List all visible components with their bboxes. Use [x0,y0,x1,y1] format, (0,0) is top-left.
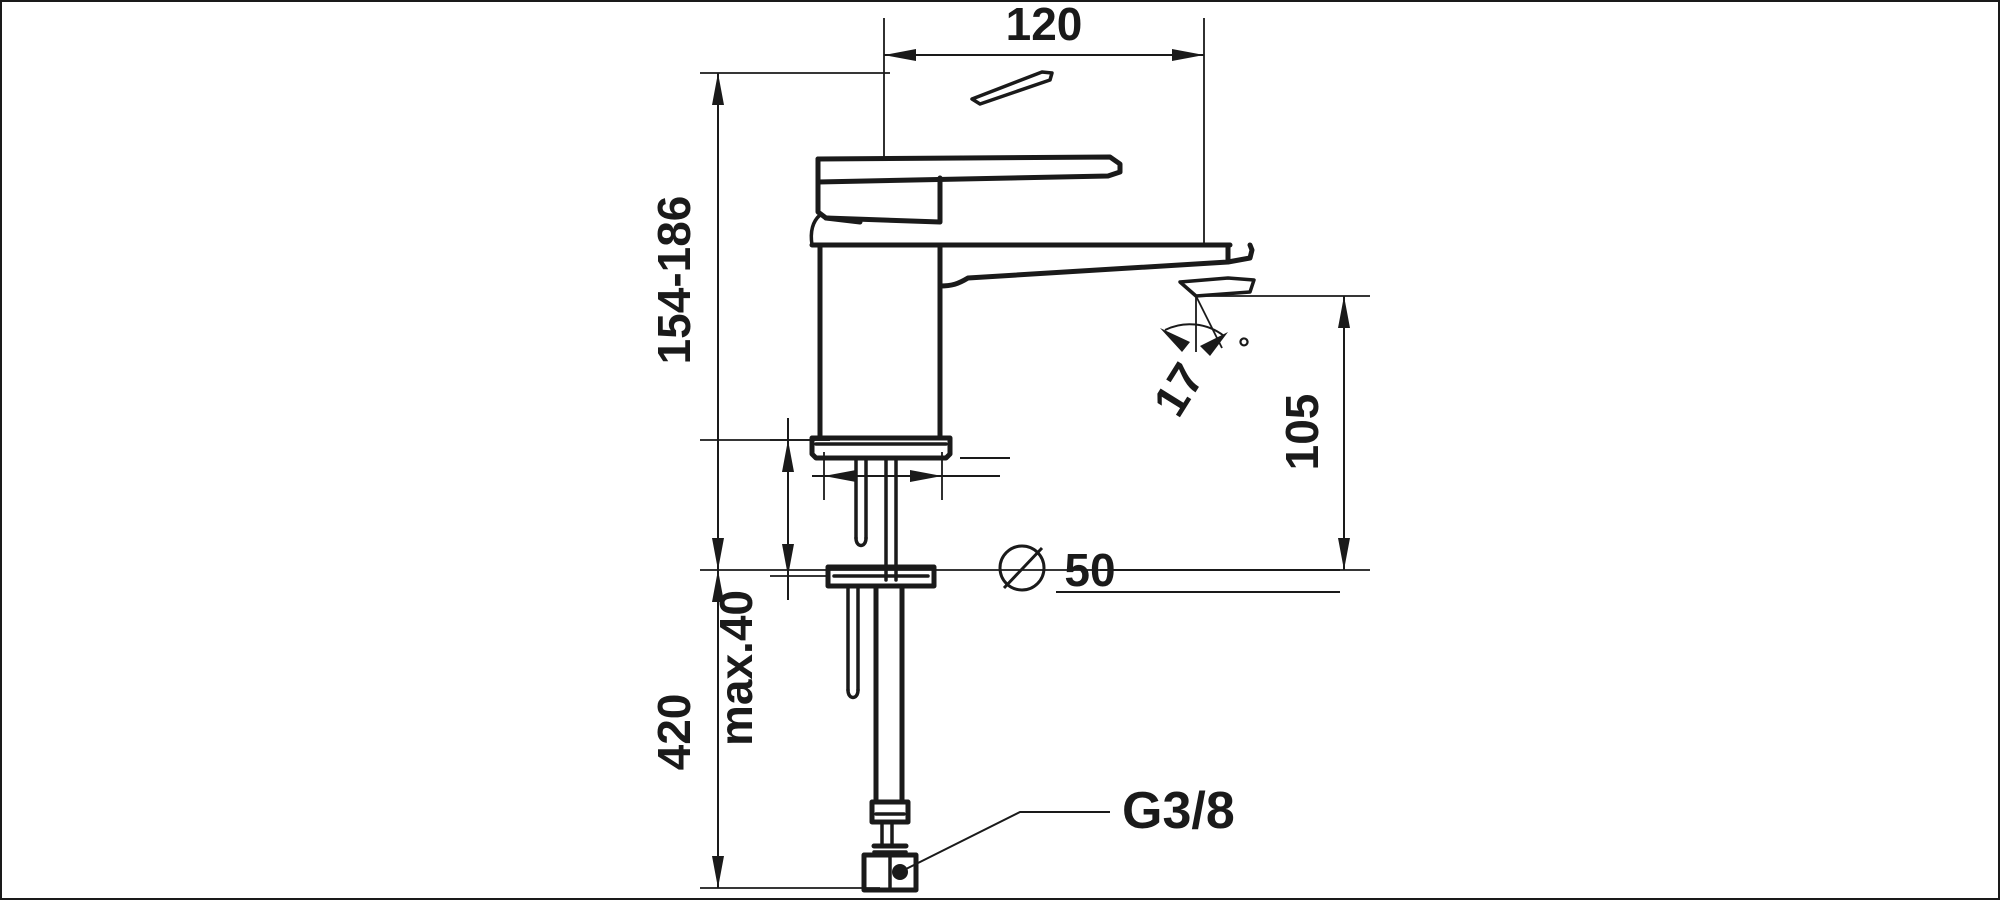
dimension-120: 120 [883,0,1205,245]
g38-hex-fitting [861,852,919,893]
dimension-17-value-label: 17 [1143,354,1214,425]
dimension-105: 105 [1090,295,1370,571]
pipe-tails [846,584,860,700]
dimension-105-label: 105 [1276,394,1328,471]
callout-g38-label: G3/8 [1122,782,1235,840]
dimension-154-186: 154-186 [648,72,890,570]
dimension-max-40: max.40 [710,418,830,746]
faucet-geometry [809,70,1256,893]
dimension-120-label: 120 [1006,0,1083,50]
fixing-nut-plate [825,564,937,589]
degree-symbol: ° [1238,332,1250,365]
base-flange [809,435,953,461]
spout-arm [937,242,1255,289]
dimension-17-degrees: 17 ° [1143,295,1250,425]
flexible-hose [873,583,905,805]
dimension-154-186-label: 154-186 [648,196,700,365]
dimension-420: 420 [648,569,1090,889]
mixer-body [809,242,1233,441]
diameter-symbol-icon [998,544,1046,592]
aerator-outlet [1178,276,1256,298]
spout-top-hatch-detail [970,70,1054,106]
hose-collar [869,799,911,854]
lever-handle [815,154,1123,225]
dimension-420-label: 420 [648,694,700,771]
callout-g38: G3/8 [892,782,1235,880]
handle-pivot-arc [809,213,822,247]
